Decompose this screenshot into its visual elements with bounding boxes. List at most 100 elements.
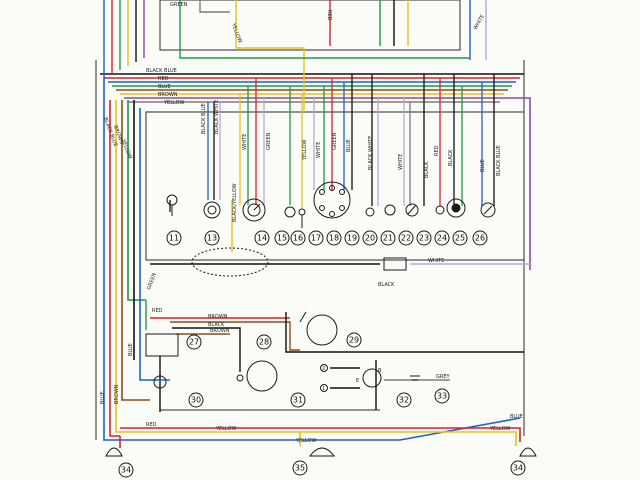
wire-label: RED [158,76,169,82]
instrument-symbols [166,181,496,277]
terminal [319,205,325,211]
switch-lever [483,205,493,215]
wire-label: YELLOW [295,438,317,444]
wire-27-black [172,327,241,372]
callout-circle [290,230,306,246]
wire-label: BROWN [114,384,120,404]
component-29-motor-icon [299,311,338,346]
wire-label: GREEN [266,132,272,150]
terminal-2 [320,364,328,372]
component-20-lamp-icon [365,207,375,217]
callout-circle [188,392,204,408]
panel-switch-icon [383,257,407,271]
component-number-22: 22 [401,234,411,243]
wire-label: BLACK WHITE [214,100,220,134]
component-number-28: 28 [259,338,269,347]
wire-bottom-red [119,427,521,448]
callout-circle [344,230,360,246]
terminal [329,211,335,217]
wire-label: WHITE [316,142,322,158]
wire-label: BLACK BLUE [201,103,207,134]
terminal [339,189,345,195]
component-number-20: 20 [365,234,375,243]
callout-circle [274,230,290,246]
component-number-23: 23 [419,234,429,243]
wire-label: BLACK/YELLOW [232,183,238,222]
motor-body [246,360,278,392]
wire-label: GREY [436,374,451,380]
wire-left-brown [121,100,150,401]
wire-27-brown [170,321,300,351]
component-22-switch-icon [405,203,419,217]
wire-label: WHITE [473,14,486,31]
wire-label: YELLOW [230,22,243,44]
wire-label: GREEN [170,2,188,8]
callout-circle [308,230,324,246]
gauge-inner [451,203,461,213]
wire-label: BLUE [510,414,523,420]
wire-label: BLACK [424,161,430,178]
component-26-switch-icon [480,202,496,218]
speedo-inner [247,203,261,217]
switch-body [313,181,351,219]
component-13-gauge-icon [203,201,221,219]
lamp-circle [435,205,445,215]
component-27-connector-icon [145,333,179,357]
component-number-14: 14 [257,234,267,243]
wire-bottom-yellow [130,431,517,446]
wire-label: YELLOW [163,100,185,106]
component-15-lamp-icon [284,206,296,218]
component-14-speedometer-icon [242,198,266,222]
wire-label: BLACK WHITE [368,136,374,170]
motor-shaft [299,311,307,323]
component-30-relay-icon [153,375,167,389]
wire-label: BLACK BLUE [146,68,177,74]
component-number-33: 33 [437,392,447,401]
callout-circle [204,230,220,246]
callout-circle [434,230,450,246]
component-numbers: 11 13 14 15 16 17 18 19 20 21 22 23 24 2… [121,234,523,475]
top-junction-box [159,0,461,51]
component-number-32: 32 [399,396,409,405]
wire-labels: GREEN YELLOW RED WHITE BLACK BLUE RED BL… [100,2,523,444]
wire-top-yellow-3 [235,0,305,112]
callout-circle [398,230,414,246]
lamp-circle [384,204,396,216]
wire-label: BLACK [448,149,454,166]
component-number-29: 29 [349,336,359,345]
component-number-31: 31 [293,396,303,405]
switch-circle [480,202,496,218]
switch-lever [407,204,417,215]
callout-circle [416,230,432,246]
wire-label: BLACK [378,282,395,288]
motor-body [306,314,338,346]
relay-circle [153,375,167,389]
wire-purple-harness [124,97,531,270]
callout-circle [186,334,202,350]
component-17-19-switch-cluster-icon [313,181,351,219]
component-number-16: 16 [293,234,303,243]
wire-label: RED [152,308,163,314]
wire-label: BROWN [158,92,178,98]
wire-label: RED [146,422,157,428]
callout-circle [380,230,396,246]
gauge-inner [207,205,217,215]
callout-circle [290,392,306,408]
wire-label: BLACK BLUE [496,145,502,176]
component-31-terminal-icon [320,364,328,392]
callout-circle [292,460,308,476]
wire-label: WHITE [242,134,248,150]
top-vertical-wires [103,0,487,112]
component-16-lamp-icon [298,208,306,228]
speedo-outer [242,198,266,222]
terminal [329,185,335,191]
wire-top-grey-3 [199,0,230,13]
lamp-circle [365,207,375,217]
component-number-34-left: 34 [121,466,131,475]
component-33-ground-icon [410,375,420,381]
wire-label: BROWN [208,314,228,320]
wire-label: BLUE [128,343,134,356]
callout-circle [326,230,342,246]
wire-label: BLACK [208,322,225,328]
